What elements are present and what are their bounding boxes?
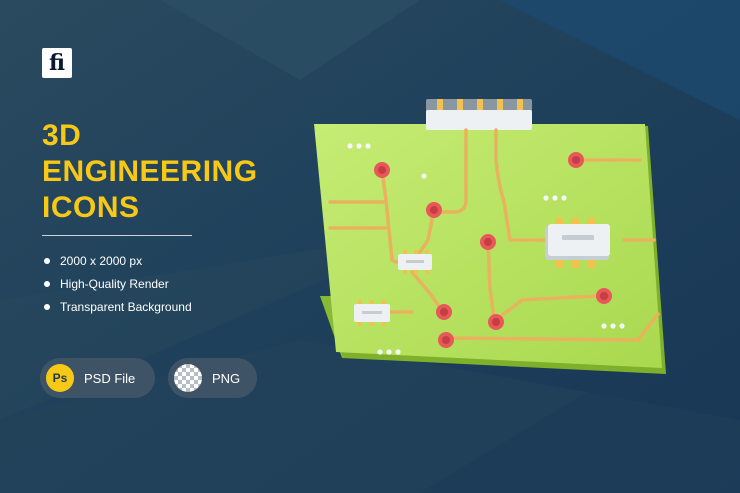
brand-logo: fi xyxy=(42,48,72,78)
small-chip-2 xyxy=(354,300,390,326)
feature-item-render-quality: High-Quality Render xyxy=(42,277,192,292)
page-title: 3D ENGINEERING ICONS xyxy=(42,118,258,226)
png-badge: PNG xyxy=(168,358,257,398)
title-line-2: ENGINEERING xyxy=(42,155,258,188)
processor-chip xyxy=(545,218,610,268)
decorative-dots xyxy=(347,143,625,355)
transparency-checker-icon xyxy=(174,364,202,392)
psd-file-badge: Ps PSD File xyxy=(40,358,155,398)
feature-item-resolution: 2000 x 2000 px xyxy=(42,254,192,269)
psd-file-label: PSD File xyxy=(84,370,136,386)
title-divider xyxy=(42,235,192,236)
photoshop-icon: Ps xyxy=(46,364,74,392)
small-chip-1 xyxy=(398,250,432,274)
feature-item-transparent-background: Transparent Background xyxy=(42,300,192,315)
connector-header xyxy=(426,99,532,130)
png-label: PNG xyxy=(212,370,241,386)
feature-list: 2000 x 2000 px High-Quality Render Trans… xyxy=(42,254,192,323)
circuit-nodes xyxy=(374,152,612,348)
circuit-board-icon xyxy=(314,99,666,374)
title-line-1: 3D xyxy=(42,119,82,152)
title-line-3: ICONS xyxy=(42,191,140,224)
